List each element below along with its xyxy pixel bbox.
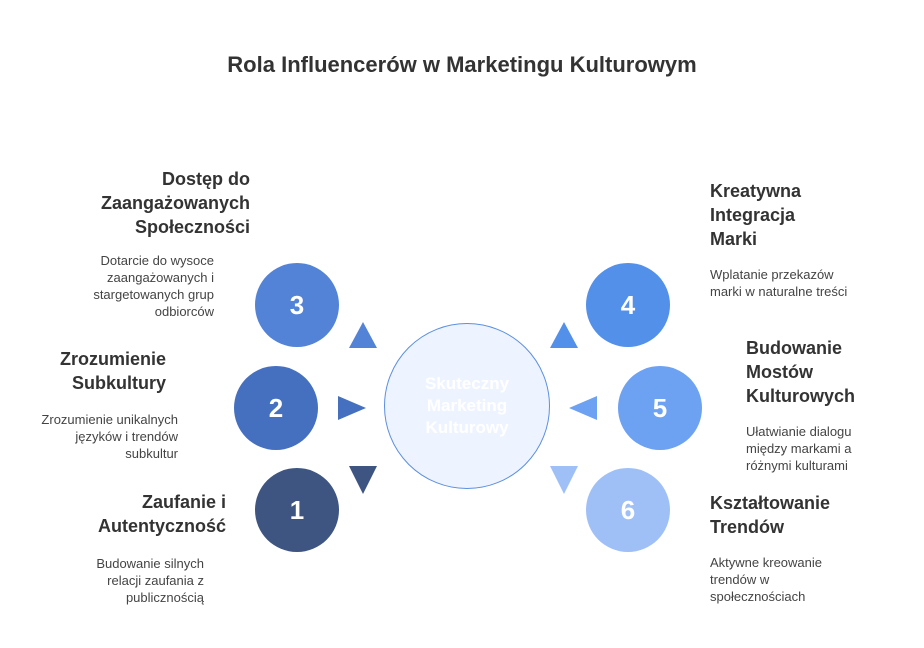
- arrow-6-icon: [550, 466, 578, 494]
- item-5-heading: Budowanie Mostów Kulturowych: [746, 338, 856, 406]
- item-2-heading: Zrozumienie Subkultury: [59, 349, 166, 393]
- circle-1: 1: [255, 468, 339, 552]
- circle-3-number: 3: [289, 289, 305, 320]
- item-1-heading: Zaufanie i Autentyczność: [97, 492, 226, 536]
- center-label: Skuteczny Marketing Kulturowy: [424, 374, 510, 437]
- arrow-3-icon: [349, 322, 377, 348]
- arrow-4-icon: [550, 322, 578, 348]
- circle-4: 4: [586, 263, 670, 347]
- arrow-5-icon: [569, 396, 597, 420]
- circle-2: 2: [234, 366, 318, 450]
- arrow-1-icon: [349, 466, 377, 494]
- item-4-desc: Wplatanie przekazów marki w naturalne tr…: [710, 267, 848, 299]
- item-4-heading: Kreatywna Integracja Marki: [710, 181, 802, 249]
- arrow-2-icon: [338, 396, 366, 420]
- center-hub: Skuteczny Marketing Kulturowy: [384, 323, 550, 489]
- circle-4-number: 4: [620, 289, 636, 320]
- diagram-title: Rola Influencerów w Marketingu Kulturowy…: [227, 52, 697, 77]
- item-2-desc: Zrozumienie unikalnych języków i trendów…: [41, 412, 178, 461]
- circle-3: 3: [255, 263, 339, 347]
- item-3-desc: Dotarcie do wysoce zaangażowanych i star…: [93, 253, 214, 319]
- circle-2-number: 2: [268, 392, 284, 423]
- circle-5: 5: [618, 366, 702, 450]
- item-1-desc: Budowanie silnych relacji zaufania z pub…: [96, 556, 204, 605]
- circle-1-number: 1: [289, 494, 305, 525]
- item-6-heading: Kształtowanie Trendów: [710, 493, 831, 537]
- circle-5-number: 5: [652, 392, 668, 423]
- circle-6: 6: [586, 468, 670, 552]
- item-5-desc: Ułatwianie dialogu między markami a różn…: [746, 424, 852, 473]
- item-6-desc: Aktywne kreowanie trendów w społeczności…: [710, 555, 822, 604]
- circle-6-number: 6: [620, 494, 636, 525]
- item-3-heading: Dostęp do Zaangażowanych Społeczności: [100, 169, 250, 237]
